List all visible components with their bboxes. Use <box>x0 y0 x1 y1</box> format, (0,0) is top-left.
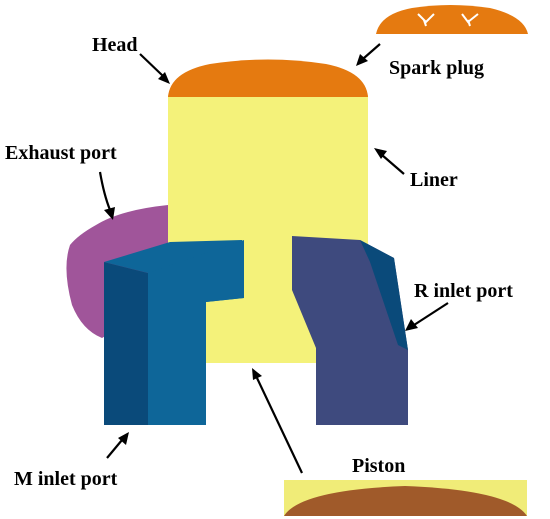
arrow-head <box>139 53 170 84</box>
spark-plug-marks <box>417 13 479 27</box>
arrow-r-inlet-port <box>405 302 449 331</box>
spark-plug-shape <box>376 5 528 34</box>
piston-crown <box>284 486 527 516</box>
arrow-m-inlet-port <box>106 432 129 459</box>
arrow-exhaust-port <box>98 171 115 220</box>
arrow-spark-plug <box>356 43 381 66</box>
label-exhaust-port: Exhaust port <box>5 142 117 164</box>
label-m-inlet-port: M inlet port <box>14 468 118 490</box>
m-inlet-port-front <box>104 262 148 425</box>
label-spark-plug: Spark plug <box>389 57 484 79</box>
arrow-liner <box>374 148 405 175</box>
label-piston: Piston <box>352 455 405 477</box>
label-r-inlet-port: R inlet port <box>414 280 513 302</box>
m-inlet-port-front-right <box>148 240 244 425</box>
label-liner: Liner <box>410 169 458 191</box>
head-shape <box>168 59 368 97</box>
arrow-piston <box>252 368 303 474</box>
label-head: Head <box>92 34 138 56</box>
r-inlet-port-edge <box>360 240 408 350</box>
